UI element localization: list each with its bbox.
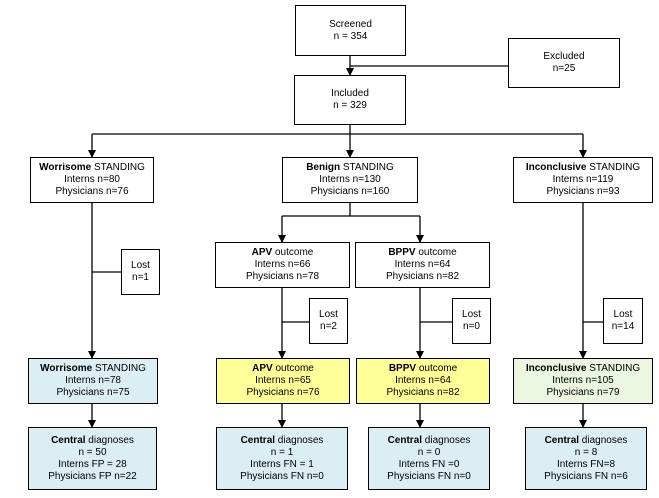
apv-retained-box: APV outcome Interns n=65 Physicians n=76 [216,358,350,404]
inconclusive-standing-box: Inconclusive STANDING Interns n=119 Phys… [513,157,653,203]
central-apv-box: Central diagnoses n = 1 Interns FN = 1 P… [216,427,348,490]
central-inconclusive-n: n = 8 [574,446,598,458]
central-inconclusive-physicians: Physicians FN n=6 [544,470,628,482]
lost-bppv-label: Lost [462,309,481,320]
apv2-interns: Interns n=65 [255,375,311,386]
worrisome-title: Worrisome STANDING [39,162,145,173]
apv-interns: Interns n=66 [254,259,311,270]
central-bppv-interns: Interns FN =0 [398,458,460,470]
worrisome2-title: Worrisome STANDING [40,363,146,374]
bppv2-physicians: Physicians n=82 [386,387,460,398]
bppv-title: BPPV outcome [388,247,457,258]
central-apv-title: Central diagnoses [240,434,324,446]
central-bppv-box: Central diagnoses n = 0 Interns FN =0 Ph… [368,427,490,490]
inconclusive-interns: Interns n=119 [552,174,614,185]
central-worrisome-n: n = 50 [78,446,107,458]
lost-worrisome-count: n=1 [132,272,149,283]
central-bppv-n: n = 0 [417,446,441,458]
benign-standing-box: Benign STANDING Interns n=130 Physicians… [282,157,418,203]
central-apv-interns: Interns FN = 1 [250,458,314,470]
central-worrisome-title: Central diagnoses [51,434,134,446]
inconclusive2-physicians: Physicians n=79 [546,387,620,398]
benign-title: Benign STANDING [306,162,394,173]
apv-title: APV outcome [251,247,314,258]
apv-physicians: Physicians n=78 [245,271,320,282]
included-count: n = 329 [333,100,367,111]
inconclusive-physicians: Physicians n=93 [546,186,620,197]
bppv-interns: Interns n=64 [394,259,451,270]
lost-apv-label: Lost [319,309,338,320]
worrisome2-interns: Interns n=78 [65,375,121,386]
lost-inconclusive-box: Lost n=14 [603,298,643,344]
bppv-outcome-box: BPPV outcome Interns n=64 Physicians n=8… [355,242,490,288]
lost-worrisome-label: Lost [131,260,150,271]
central-worrisome-box: Central diagnoses n = 50 Interns FP = 28… [28,427,157,490]
central-worrisome-physicians: Physicians FP n=22 [48,470,137,482]
inconclusive2-title: Inconclusive STANDING [525,363,641,374]
bppv-physicians: Physicians n=82 [385,271,460,282]
inconclusive2-interns: Interns n=105 [552,375,614,386]
apv-outcome-box: APV outcome Interns n=66 Physicians n=78 [215,242,350,288]
central-apv-physicians: Physicians FN n=0 [240,470,324,482]
apv2-physicians: Physicians n=76 [246,387,320,398]
lost-apv-box: Lost n=2 [309,298,348,344]
central-apv-n: n = 1 [270,446,294,458]
included-box: Included n = 329 [294,75,406,125]
screened-label: Screened [329,18,372,30]
worrisome2-physicians: Physicians n=75 [56,387,130,398]
excluded-label: Excluded [543,51,585,62]
screened-count: n = 354 [333,30,368,42]
bppv2-interns: Interns n=64 [395,375,451,386]
worrisome-standing-box: Worrisome STANDING Interns n=80 Physicia… [30,157,154,203]
excluded-box: Excluded n=25 [508,38,620,88]
apv2-title: APV outcome [252,363,314,374]
lost-inconclusive-count: n=14 [611,321,635,332]
central-inconclusive-box: Central diagnoses n = 8 Interns FN=8 Phy… [525,427,647,490]
central-bppv-title: Central diagnoses [387,434,471,446]
worrisome-retained-box: Worrisome STANDING Interns n=78 Physicia… [28,358,158,404]
benign-interns: Interns n=130 [319,174,381,185]
worrisome-physicians: Physicians n=76 [55,186,129,197]
lost-bppv-box: Lost n=0 [452,298,491,344]
excluded-count: n=25 [552,63,576,74]
central-bppv-physicians: Physicians FN n=0 [387,470,471,482]
lost-inconclusive-label: Lost [613,309,633,320]
lost-bppv-count: n=0 [463,321,480,332]
lost-apv-count: n=2 [320,321,337,332]
included-label: Included [331,88,369,99]
inconclusive-title: Inconclusive STANDING [525,162,641,173]
screened-box: Screened n = 354 [295,5,406,56]
central-inconclusive-title: Central diagnoses [544,434,628,446]
inconclusive-retained-box: Inconclusive STANDING Interns n=105 Phys… [513,358,653,404]
bppv2-title: BPPV outcome [388,363,458,374]
bppv-retained-box: BPPV outcome Interns n=64 Physicians n=8… [356,358,490,404]
lost-worrisome-box: Lost n=1 [121,249,160,295]
central-inconclusive-interns: Interns FN=8 [556,458,616,470]
benign-physicians: Physicians n=160 [310,186,390,197]
worrisome-interns: Interns n=80 [64,174,120,185]
central-worrisome-interns: Interns FP = 28 [58,458,127,470]
